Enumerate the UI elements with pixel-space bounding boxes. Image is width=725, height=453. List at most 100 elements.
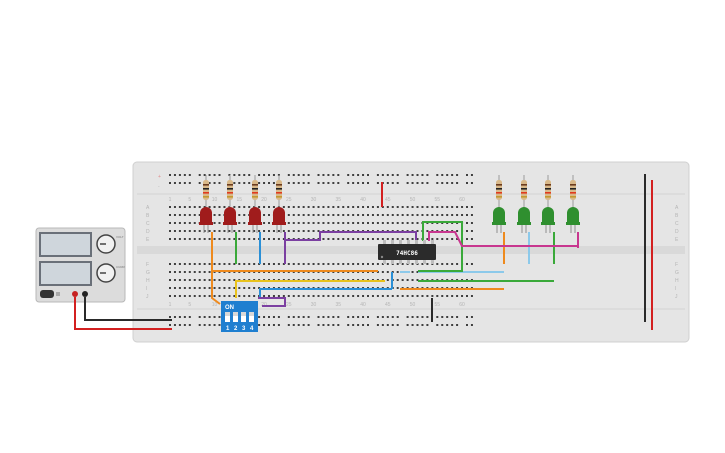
hole: [386, 222, 389, 224]
column-number: 35: [336, 197, 342, 203]
hole: [426, 182, 429, 184]
hole: [411, 316, 414, 318]
hole: [396, 287, 399, 289]
hole: [297, 316, 300, 318]
hole: [466, 174, 468, 176]
resistor-band: [545, 192, 551, 194]
hole: [208, 287, 211, 289]
hole: [446, 182, 449, 184]
hole: [426, 238, 429, 240]
hole: [391, 222, 394, 224]
supply-lead-red[interactable]: [74, 297, 172, 330]
dip-toggles[interactable]: [225, 312, 254, 322]
hole: [411, 238, 414, 240]
hole: [307, 206, 310, 208]
resistor: [545, 175, 551, 210]
chip-wires[interactable]: [258, 221, 578, 307]
hole: [381, 324, 384, 326]
hole: [297, 295, 300, 297]
hole: [292, 174, 295, 176]
hole: [243, 230, 246, 232]
hole: [188, 222, 191, 224]
resistor-band: [252, 196, 258, 198]
hole: [381, 238, 384, 240]
hole: [173, 222, 176, 224]
hole: [268, 230, 270, 232]
power-switch[interactable]: [40, 290, 54, 298]
hole: [198, 316, 201, 318]
chip-pin: [391, 240, 394, 245]
hole: [352, 214, 355, 216]
supply-lead-black[interactable]: [84, 297, 172, 321]
ic-74hc86[interactable]: 74HC86: [378, 240, 436, 264]
hole: [347, 174, 350, 176]
hole: [376, 222, 379, 224]
dip-toggle[interactable]: [241, 312, 246, 322]
terminal-negative[interactable]: [82, 291, 88, 297]
hole: [470, 222, 473, 224]
dip-number-1: 1: [226, 326, 230, 332]
hole: [213, 295, 216, 297]
dip-toggle[interactable]: [249, 312, 254, 322]
hole: [317, 316, 320, 318]
hole: [367, 174, 369, 176]
hole: [213, 174, 216, 176]
resistor: [203, 175, 209, 210]
hole: [327, 182, 330, 184]
leds-and-resistors[interactable]: [199, 175, 580, 233]
voltage-knob-label: VOLT: [116, 235, 124, 239]
hole: [173, 271, 176, 273]
hole: [173, 182, 176, 184]
terminal-positive[interactable]: [72, 291, 78, 297]
chip-pin: [383, 259, 386, 264]
hole: [268, 174, 270, 176]
hole: [198, 279, 201, 281]
hole: [352, 324, 355, 326]
hole: [322, 222, 325, 224]
resistor-band: [227, 188, 233, 190]
resistor-band: [496, 188, 502, 190]
hole: [213, 279, 216, 281]
hole: [282, 263, 285, 265]
hole: [238, 238, 241, 240]
hole: [193, 279, 196, 281]
hole: [322, 214, 325, 216]
hole: [317, 182, 320, 184]
column-number: 5: [188, 197, 191, 203]
hole: [317, 214, 320, 216]
hole: [386, 271, 389, 273]
column-number: 35: [336, 302, 342, 308]
hole: [312, 214, 315, 216]
resistor-band: [570, 196, 576, 198]
hole: [431, 206, 434, 208]
hole: [193, 287, 196, 289]
hole: [317, 174, 320, 176]
hole: [406, 324, 409, 326]
hole: [362, 324, 365, 326]
hole: [381, 214, 384, 216]
hole: [203, 271, 206, 273]
hole: [376, 182, 379, 184]
hole: [451, 206, 454, 208]
dip-toggle[interactable]: [225, 312, 230, 322]
hole: [169, 279, 171, 281]
hole: [218, 324, 221, 326]
hole: [411, 206, 414, 208]
hole: [183, 214, 186, 216]
hole: [401, 279, 404, 281]
hole: [193, 222, 196, 224]
hole: [367, 324, 369, 326]
hole: [332, 182, 335, 184]
dip-switch[interactable]: ON 1 2 3 4: [221, 301, 258, 332]
dip-on-label: ON: [225, 305, 234, 311]
dip-toggle[interactable]: [233, 312, 238, 322]
power-supply[interactable]: VOLT CURR: [35, 227, 126, 303]
hole: [342, 214, 345, 216]
resistor-band: [545, 188, 551, 190]
hole: [243, 174, 246, 176]
hole: [183, 238, 186, 240]
hole: [253, 238, 256, 240]
hole: [362, 316, 365, 318]
column-labels: 1155101015152020252530303535404045455050…: [169, 197, 465, 308]
